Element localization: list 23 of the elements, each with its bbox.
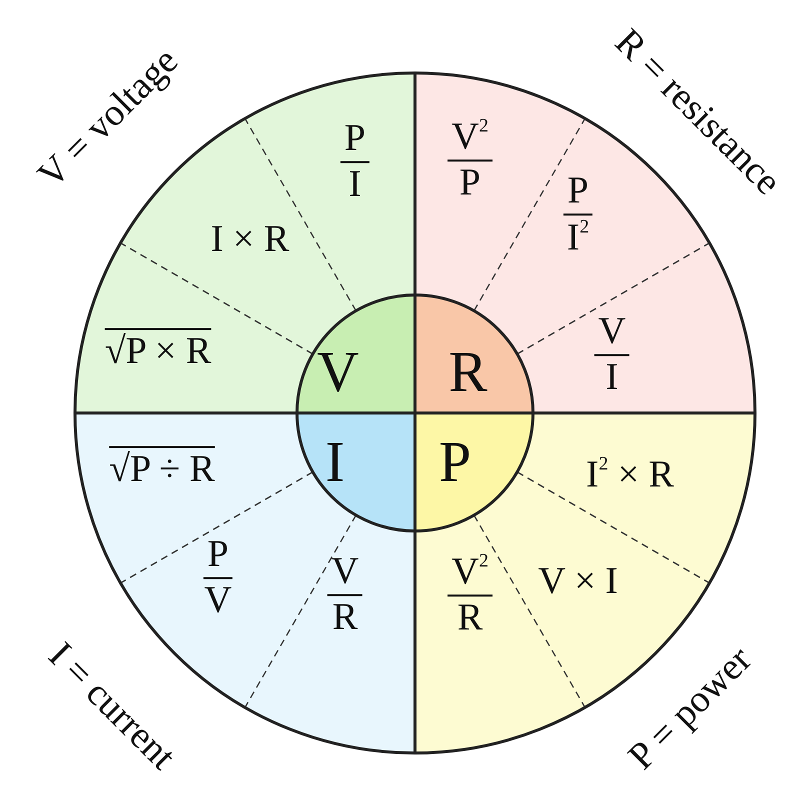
fraction-numerator: V — [594, 312, 630, 356]
quantity-letter: I — [325, 433, 345, 491]
fraction-numerator: P — [340, 119, 370, 163]
fraction-denominator: I$^{2}$ — [566, 215, 590, 258]
formula: √P ÷ R — [109, 450, 215, 490]
fraction-denominator: I — [606, 356, 618, 398]
fraction-denominator: P — [459, 162, 481, 204]
formula: V × I — [538, 562, 618, 602]
formula: √P × R — [104, 332, 212, 372]
fraction-numerator: V$^{2}$ — [448, 116, 492, 162]
fraction-numerator: V$^{2}$ — [448, 552, 492, 597]
fraction-numerator: P — [203, 535, 233, 579]
fraction-denominator: V — [204, 579, 232, 621]
quantity-letter: R — [448, 343, 488, 401]
quantity-letter: V — [317, 343, 359, 401]
fraction-numerator: V — [327, 552, 363, 596]
fraction-numerator: P — [563, 172, 593, 216]
fraction-denominator: R — [332, 596, 358, 638]
formula: I$^{2}$ × R — [586, 454, 674, 496]
fraction-denominator: I — [348, 163, 362, 205]
formula: I × R — [210, 220, 290, 260]
quantity-letter: P — [438, 433, 472, 491]
fraction-denominator: R — [457, 596, 483, 638]
